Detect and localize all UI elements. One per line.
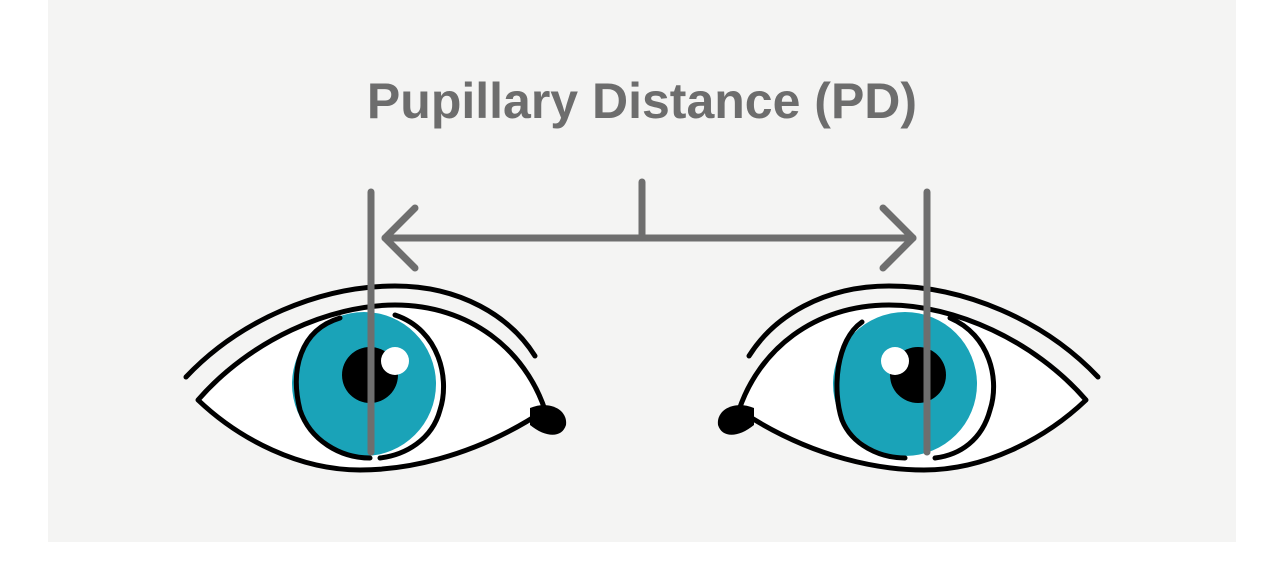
left-eye-socket-outline (377, 312, 447, 461)
right-eye-crease (746, 283, 1101, 380)
diagram-title: Pupillary Distance (PD) (366, 73, 918, 129)
pd-measurement (367, 178, 931, 456)
right-eye-tear-duct (717, 405, 754, 435)
left-eye-highlight (381, 347, 409, 375)
left-eye-tear-duct (530, 405, 567, 435)
right-eye-highlight (881, 347, 909, 375)
pd-arrowhead-left (381, 204, 419, 272)
left-eye-crease (183, 283, 538, 380)
pd-arrowhead-right (879, 204, 917, 272)
left-eye (183, 283, 567, 473)
right-eye (717, 283, 1101, 473)
left-eye-iris-outline (293, 315, 373, 461)
right-eye-socket-outline (932, 315, 997, 461)
diagram-panel (48, 0, 1236, 542)
right-eye-iris-outline (834, 319, 908, 461)
